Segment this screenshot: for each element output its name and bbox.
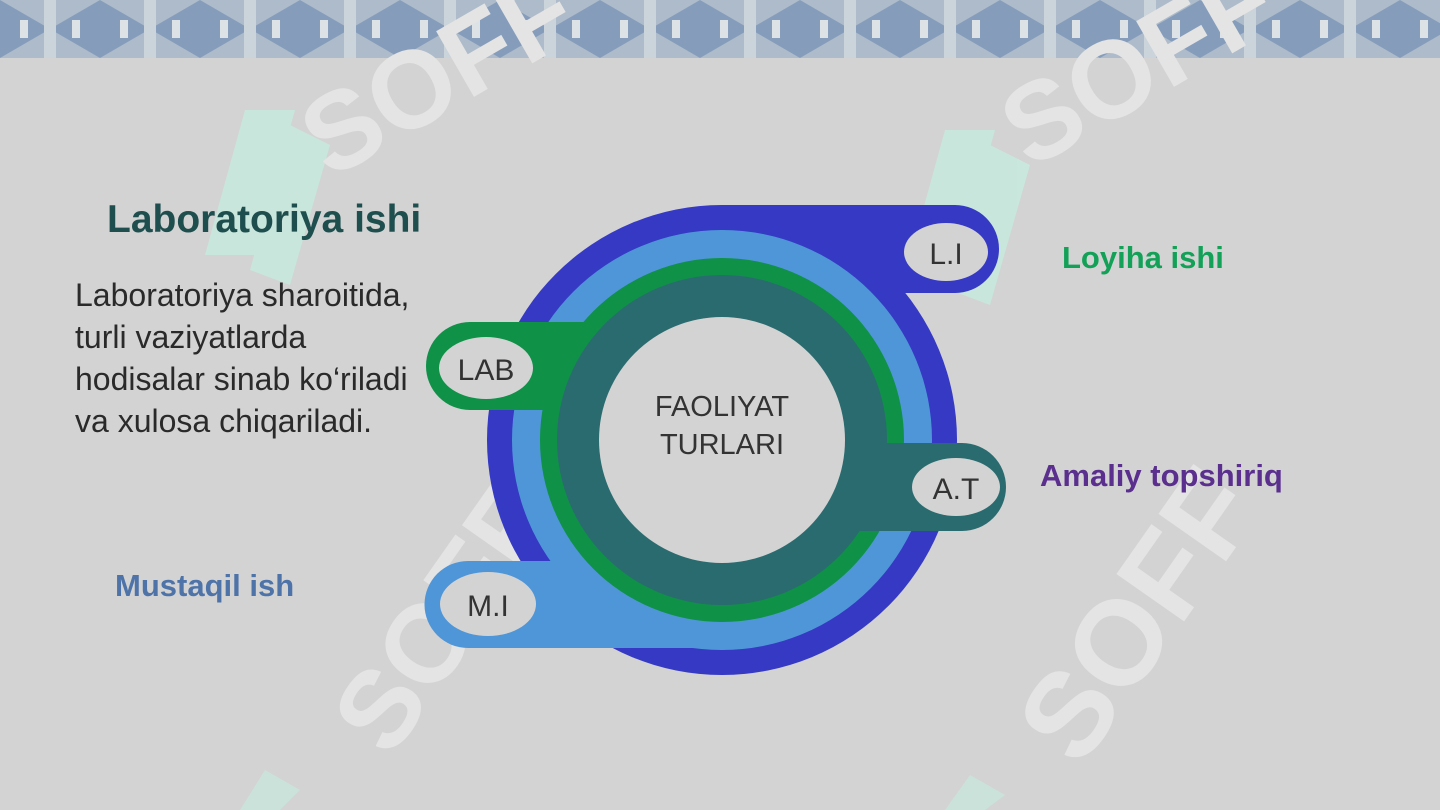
decorative-top-band bbox=[0, 0, 1440, 58]
tab-li-oval bbox=[904, 223, 988, 281]
tab-mi[interactable]: M.I bbox=[440, 572, 536, 636]
tab-at[interactable]: A.T bbox=[912, 458, 1000, 516]
label-mustaqil-ish: Mustaqil ish bbox=[115, 568, 295, 603]
hub-circle bbox=[599, 317, 845, 563]
tab-lab[interactable]: LAB bbox=[439, 337, 533, 399]
tab-lab-oval bbox=[439, 337, 533, 399]
tab-mi-oval bbox=[440, 572, 536, 636]
section-description: Laboratoriya sharoitida, turli vaziyatla… bbox=[75, 277, 410, 439]
section-title: Laboratoriya ishi bbox=[107, 198, 422, 241]
label-amaliy-topshiriq: Amaliy topshiriq bbox=[1040, 458, 1283, 493]
tab-mi-abbr: M.I bbox=[467, 590, 509, 623]
tab-li-abbr: L.I bbox=[929, 238, 962, 271]
tab-at-abbr: A.T bbox=[933, 473, 980, 506]
hub-label-line1: FAOLIYAT bbox=[655, 391, 790, 423]
hub-label-line2: TURLARI bbox=[660, 429, 784, 461]
tab-lab-abbr: LAB bbox=[458, 354, 515, 387]
tab-at-oval bbox=[912, 458, 1000, 516]
tab-li[interactable]: L.I bbox=[904, 223, 988, 281]
label-loyiha-ishi: Loyiha ishi bbox=[1062, 240, 1224, 275]
